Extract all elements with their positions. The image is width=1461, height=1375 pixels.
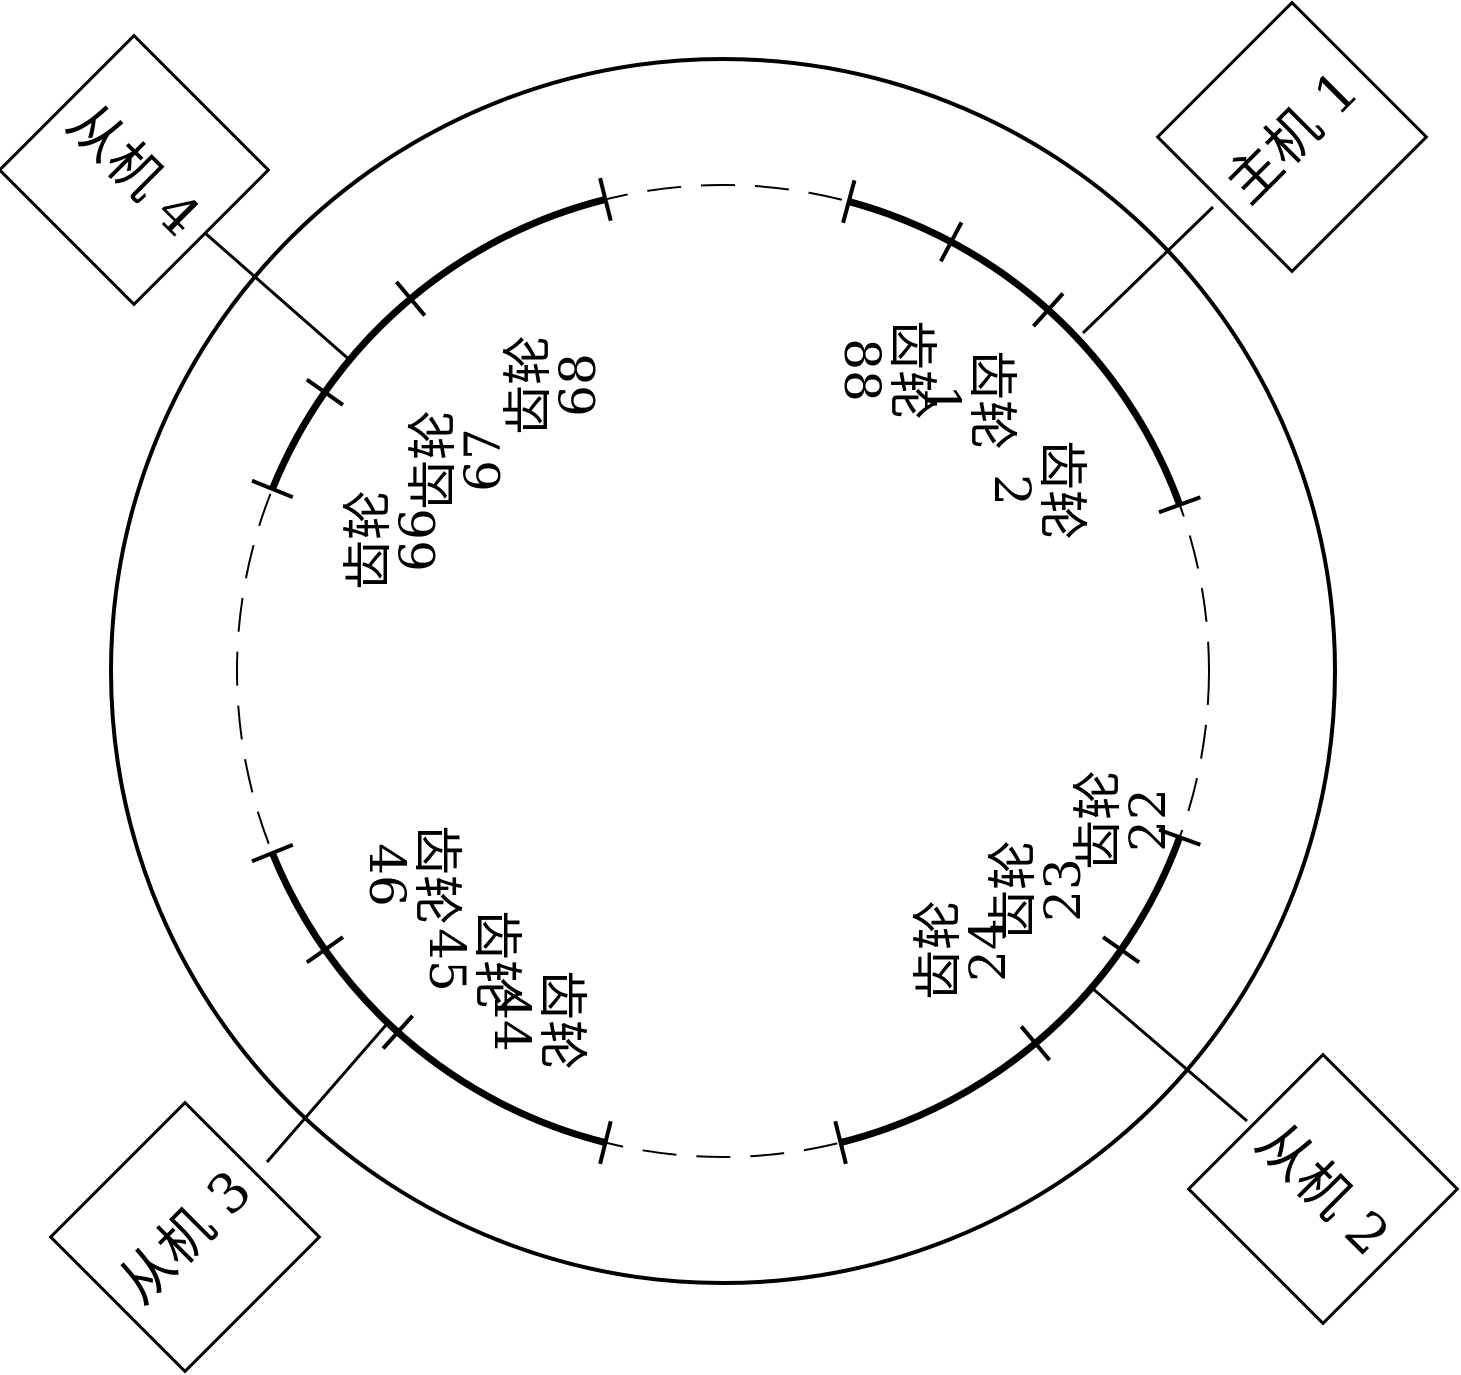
gear-label-88: 齿轮88: [833, 320, 941, 420]
gear-label-23: 齿轮23: [984, 840, 1092, 940]
svg-text:齿轮66: 齿轮66: [339, 490, 447, 590]
gear-number: 2: [983, 474, 1041, 506]
slave4-box: 从机 4: [0, 33, 271, 307]
slave2-box: 从机 2: [1186, 1052, 1460, 1326]
gear-name: 齿轮: [963, 350, 1021, 450]
gear-tick-mark: [598, 177, 613, 222]
svg-text:齿轮24: 齿轮24: [909, 900, 1017, 1000]
gear-tick-mark: [394, 280, 427, 317]
gear-number: 66: [389, 508, 447, 572]
svg-text:齿轮45: 齿轮45: [418, 910, 526, 1010]
gear-arc-slave2: [833, 827, 1202, 1165]
gear-number: 22: [1119, 788, 1177, 852]
svg-text:齿轮46: 齿轮46: [358, 825, 466, 925]
gear-number: 44: [483, 988, 541, 1052]
svg-text:齿轮67: 齿轮67: [404, 410, 512, 510]
master1-box: 主机 1: [1155, 0, 1429, 274]
gear-track-dashed: [236, 184, 1210, 1158]
gear-name: 齿轮: [339, 490, 397, 590]
svg-text:齿轮1: 齿轮1: [913, 350, 1021, 450]
slave3-box: 从机 3: [48, 1100, 322, 1374]
gear-label-45: 齿轮45: [418, 910, 526, 1010]
svg-text:齿轮2: 齿轮2: [983, 440, 1091, 540]
gear-name: 齿轮: [499, 335, 557, 435]
gear-number: 67: [454, 428, 512, 492]
gear-label-67: 齿轮67: [404, 410, 512, 510]
gear-name: 齿轮: [984, 840, 1042, 940]
svg-text:齿轮22: 齿轮22: [1069, 770, 1177, 870]
gear-name: 齿轮: [408, 825, 466, 925]
gear-arc-slave3: [251, 842, 613, 1165]
gear-tick-mark: [841, 179, 857, 224]
connector-master1: [1081, 205, 1215, 335]
gear-label-66: 齿轮66: [339, 490, 447, 590]
svg-text:齿轮68: 齿轮68: [499, 335, 607, 435]
gear-name: 齿轮: [533, 970, 591, 1070]
gear-tick-mark: [1019, 1025, 1052, 1062]
gear-arc-slave4: [251, 177, 613, 500]
gear-name: 齿轮: [468, 910, 526, 1010]
gear-tick-mark: [251, 842, 294, 864]
outer-ring: [109, 57, 1337, 1285]
connector-slave3: [265, 1024, 388, 1163]
svg-text:齿轮88: 齿轮88: [833, 320, 941, 420]
gear-tick-mark: [1031, 292, 1065, 328]
gear-tick-mark: [598, 1120, 613, 1165]
gear-tick-mark: [1101, 935, 1141, 965]
connector-slave4: [204, 231, 353, 364]
gear-label-24: 齿轮24: [909, 900, 1017, 1000]
gear-name: 齿轮: [404, 410, 462, 510]
gear-arc-segment: [847, 198, 1183, 506]
gear-number: 88: [833, 338, 891, 402]
gear-arc-segment: [269, 196, 607, 491]
gear-arc-master1: [841, 179, 1202, 515]
gear-name: 齿轮: [909, 900, 967, 1000]
gear-tick-mark: [833, 1120, 848, 1165]
gear-number: 46: [358, 843, 416, 907]
gear-tick-mark: [1158, 827, 1202, 847]
gear-tick-mark: [251, 478, 294, 500]
gear-label-1: 齿轮1: [913, 350, 1021, 450]
gear-label-2: 齿轮2: [983, 440, 1091, 540]
gear-label-22: 齿轮22: [1069, 770, 1177, 870]
gear-number: 23: [1034, 858, 1092, 922]
gear-number: 24: [959, 918, 1017, 982]
gear-number: 45: [418, 928, 476, 992]
svg-text:齿轮44: 齿轮44: [483, 970, 591, 1070]
gear-name: 齿轮: [1033, 440, 1091, 540]
gear-tick-mark: [305, 377, 345, 407]
connector-slave2: [1091, 986, 1248, 1123]
gear-label-44: 齿轮44: [483, 970, 591, 1070]
gear-tick-mark: [939, 221, 964, 263]
gear-arc-segment: [839, 836, 1183, 1146]
gear-name: 齿轮: [883, 320, 941, 420]
gear-tick-mark: [381, 1014, 415, 1050]
svg-text:齿轮23: 齿轮23: [984, 840, 1092, 940]
gear-number: 1: [913, 384, 971, 416]
gear-arc-segment: [269, 851, 607, 1146]
gear-tick-mark: [1158, 495, 1202, 515]
gear-tick-mark: [305, 935, 345, 965]
gear-label-46: 齿轮46: [358, 825, 466, 925]
gear-label-68: 齿轮68: [499, 335, 607, 435]
gear-name: 齿轮: [1069, 770, 1127, 870]
gear-number: 68: [549, 353, 607, 417]
